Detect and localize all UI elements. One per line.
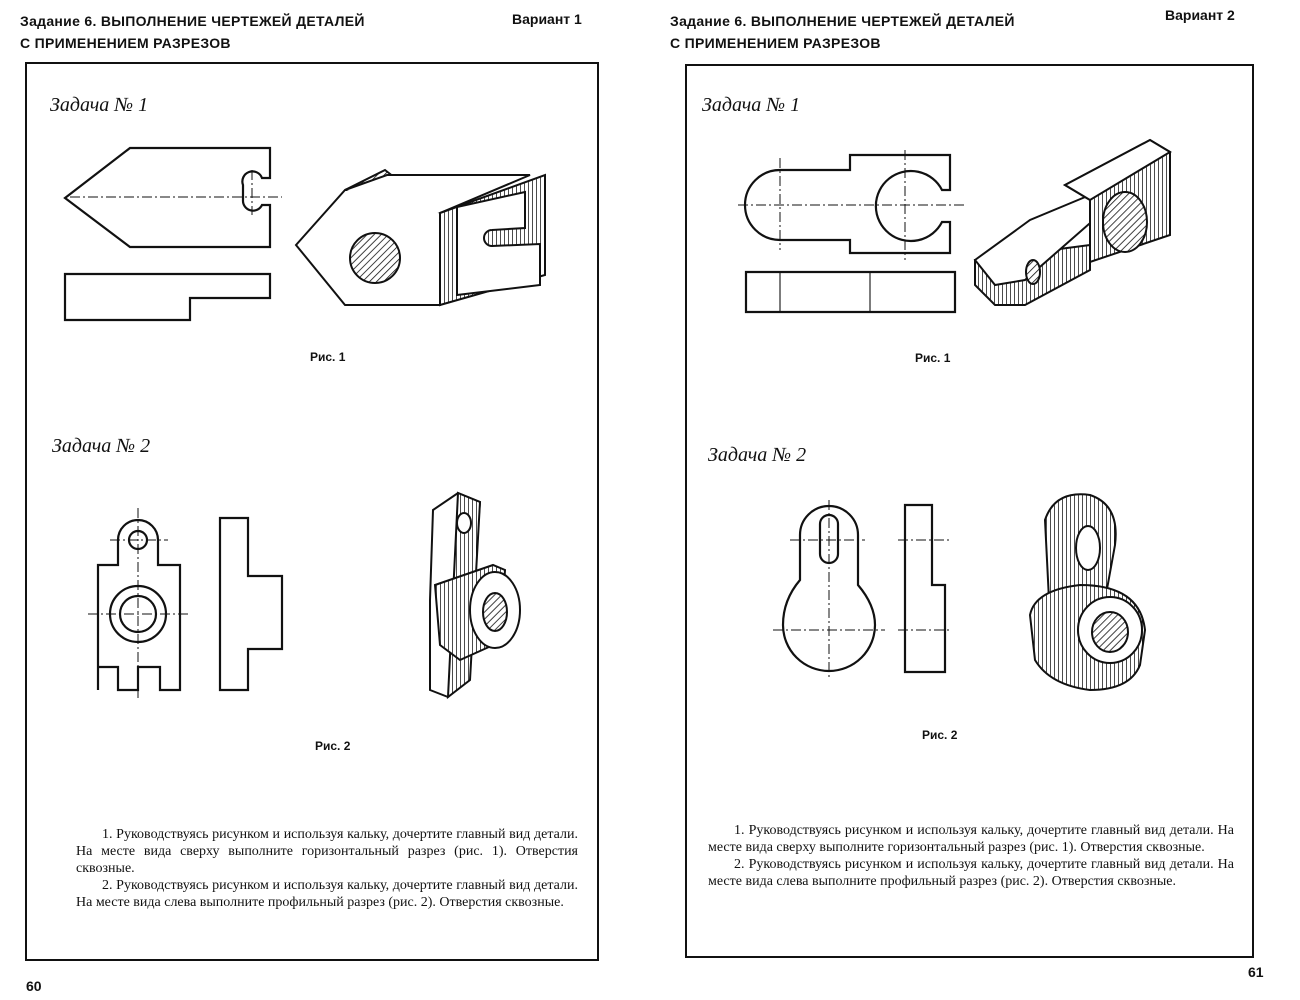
task1-title: Задача № 1 (50, 94, 149, 116)
header-line2: С ПРИМЕНЕНИЕМ РАЗРЕЗОВ (670, 35, 881, 51)
task-text: 1. Руководствуясь рисунком и используя к… (76, 826, 578, 911)
drawing-frame (685, 64, 1254, 958)
header-line1: ВЫПОЛНЕНИЕ ЧЕРТЕЖЕЙ ДЕТАЛЕЙ (750, 13, 1015, 29)
page-right: Задание 6. ВЫПОЛНЕНИЕ ЧЕРТЕЖЕЙ ДЕТАЛЕЙ С… (650, 0, 1300, 1000)
fig2-isometric (1028, 493, 1147, 692)
header-prefix: Задание 6. (670, 13, 747, 29)
page-header: Задание 6. ВЫПОЛНЕНИЕ ЧЕРТЕЖЕЙ ДЕТАЛЕЙ С… (670, 10, 1015, 54)
fig1-caption: Рис. 1 (915, 351, 951, 365)
fig1-top-view (738, 150, 965, 260)
paragraph-2: 2. Руководствуясь рисунком и используя к… (76, 878, 578, 910)
fig1-front-view (744, 270, 957, 314)
fig1-drawing (63, 146, 546, 322)
fig1-top-view (63, 146, 272, 249)
fig1-caption: Рис. 1 (310, 350, 346, 364)
fig2-side-view (903, 503, 947, 674)
variant-label: Вариант 1 (512, 11, 582, 27)
header-line1: ВЫПОЛНЕНИЕ ЧЕРТЕЖЕЙ ДЕТАЛЕЙ (100, 13, 365, 29)
task1-title: Задача № 1 (702, 94, 801, 116)
fig1-front-view (63, 272, 272, 322)
page-number: 60 (26, 978, 42, 994)
drawing-frame (25, 62, 599, 961)
page-left: Задание 6. ВЫПОЛНЕНИЕ ЧЕРТЕЖЕЙ ДЕТАЛЕЙ С… (20, 10, 599, 994)
fig2-isometric (429, 491, 521, 700)
fig2-caption: Рис. 2 (922, 728, 958, 742)
paragraph-1: 1. Руководствуясь рисунком и используя к… (76, 827, 578, 876)
paragraph-1: 1. Руководствуясь рисунком и используя к… (708, 823, 1234, 855)
fig2-front-view (88, 508, 190, 700)
fig2-caption: Рис. 2 (315, 739, 351, 753)
header-line2: С ПРИМЕНЕНИЕМ РАЗРЕЗОВ (20, 35, 231, 51)
fig1-drawing (738, 138, 1172, 314)
fig2-side-view (218, 516, 284, 692)
fig2-drawing (88, 491, 521, 700)
task2-title: Задача № 2 (708, 444, 807, 466)
fig1-isometric (973, 138, 1172, 306)
variant-label: Вариант 2 (1165, 7, 1235, 23)
fig2-front-view (773, 500, 885, 680)
paragraph-2: 2. Руководствуясь рисунком и используя к… (708, 857, 1234, 889)
task2-title: Задача № 2 (52, 435, 151, 457)
page-header: Задание 6. ВЫПОЛНЕНИЕ ЧЕРТЕЖЕЙ ДЕТАЛЕЙ С… (20, 10, 365, 54)
header-prefix: Задание 6. (20, 13, 97, 29)
fig2-drawing (773, 493, 1147, 692)
page-number: 61 (1248, 964, 1264, 980)
fig1-isometric (294, 168, 546, 307)
task-text: 1. Руководствуясь рисунком и используя к… (708, 822, 1234, 890)
